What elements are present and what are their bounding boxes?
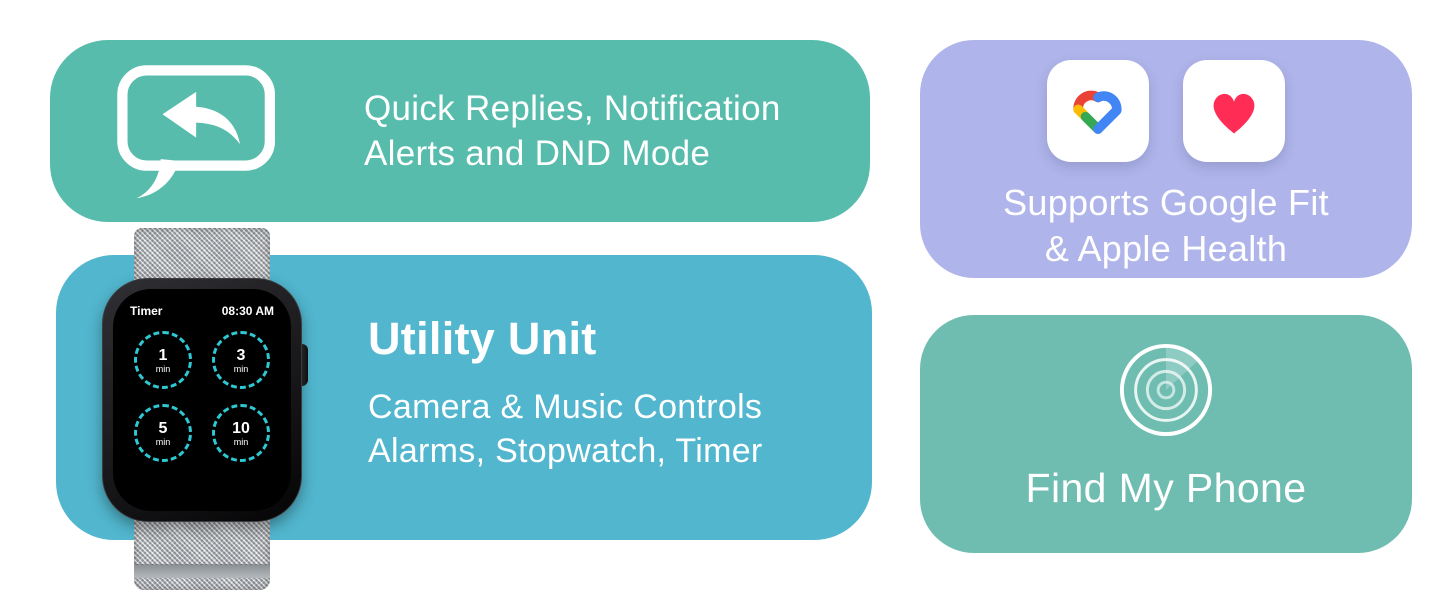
timer-value: 10: [232, 419, 250, 437]
timer-preset-3min: 3 min: [212, 331, 270, 389]
timer-preset-1min: 1 min: [134, 331, 192, 389]
utility-line2: Alarms, Stopwatch, Timer: [368, 432, 763, 470]
watch-band-bottom: [134, 512, 270, 590]
timer-unit: min: [155, 436, 171, 447]
watch-app-title: Timer: [130, 304, 163, 318]
timer-unit: min: [233, 363, 249, 374]
health-app-icons: [920, 60, 1412, 162]
radar-ping-icon: [920, 341, 1412, 439]
timer-preset-5min: 5 min: [134, 404, 192, 462]
timer-value: 3: [236, 346, 246, 364]
timer-unit: min: [155, 363, 171, 374]
health-sync-line2: & Apple Health: [1044, 228, 1288, 269]
timer-grid: 1 min 3 min 5 min 10 min: [113, 331, 291, 462]
find-my-phone-label: Find My Phone: [1025, 465, 1307, 511]
google-fit-icon: [1047, 60, 1149, 162]
apple-health-icon: [1183, 60, 1285, 162]
smartwatch: Timer 08:30 AM 1 min 3 min 5 min: [100, 228, 312, 592]
timer-value: 1: [158, 346, 168, 364]
watch-screen-header: Timer 08:30 AM: [113, 289, 291, 322]
card-find-my-phone: Find My Phone: [920, 315, 1412, 553]
quick-replies-line2: Alerts and DND Mode: [364, 134, 711, 173]
watch-screen: Timer 08:30 AM 1 min 3 min 5 min: [113, 289, 291, 511]
timer-value: 5: [158, 419, 168, 437]
health-sync-line1: Supports Google Fit: [1003, 182, 1329, 223]
utility-unit-subtext: Camera & Music Controls Alarms, Stopwatc…: [368, 385, 763, 473]
quick-replies-line1: Quick Replies, Notification: [364, 89, 781, 128]
card-quick-replies: Quick Replies, Notification Alerts and D…: [50, 40, 870, 222]
watch-band-clasp: [134, 565, 270, 578]
timer-unit: min: [233, 436, 249, 447]
watch-time: 08:30 AM: [221, 304, 274, 318]
watch-body: Timer 08:30 AM 1 min 3 min 5 min: [102, 278, 302, 522]
timer-preset-10min: 10 min: [212, 404, 270, 462]
health-sync-text: Supports Google Fit & Apple Health: [920, 180, 1412, 272]
utility-line1: Camera & Music Controls: [368, 388, 763, 426]
card-health-sync: Supports Google Fit & Apple Health: [920, 40, 1412, 278]
quick-replies-text: Quick Replies, Notification Alerts and D…: [364, 86, 781, 176]
utility-unit-title: Utility Unit: [368, 313, 597, 364]
speech-bubble-reply-icon: [114, 62, 282, 207]
